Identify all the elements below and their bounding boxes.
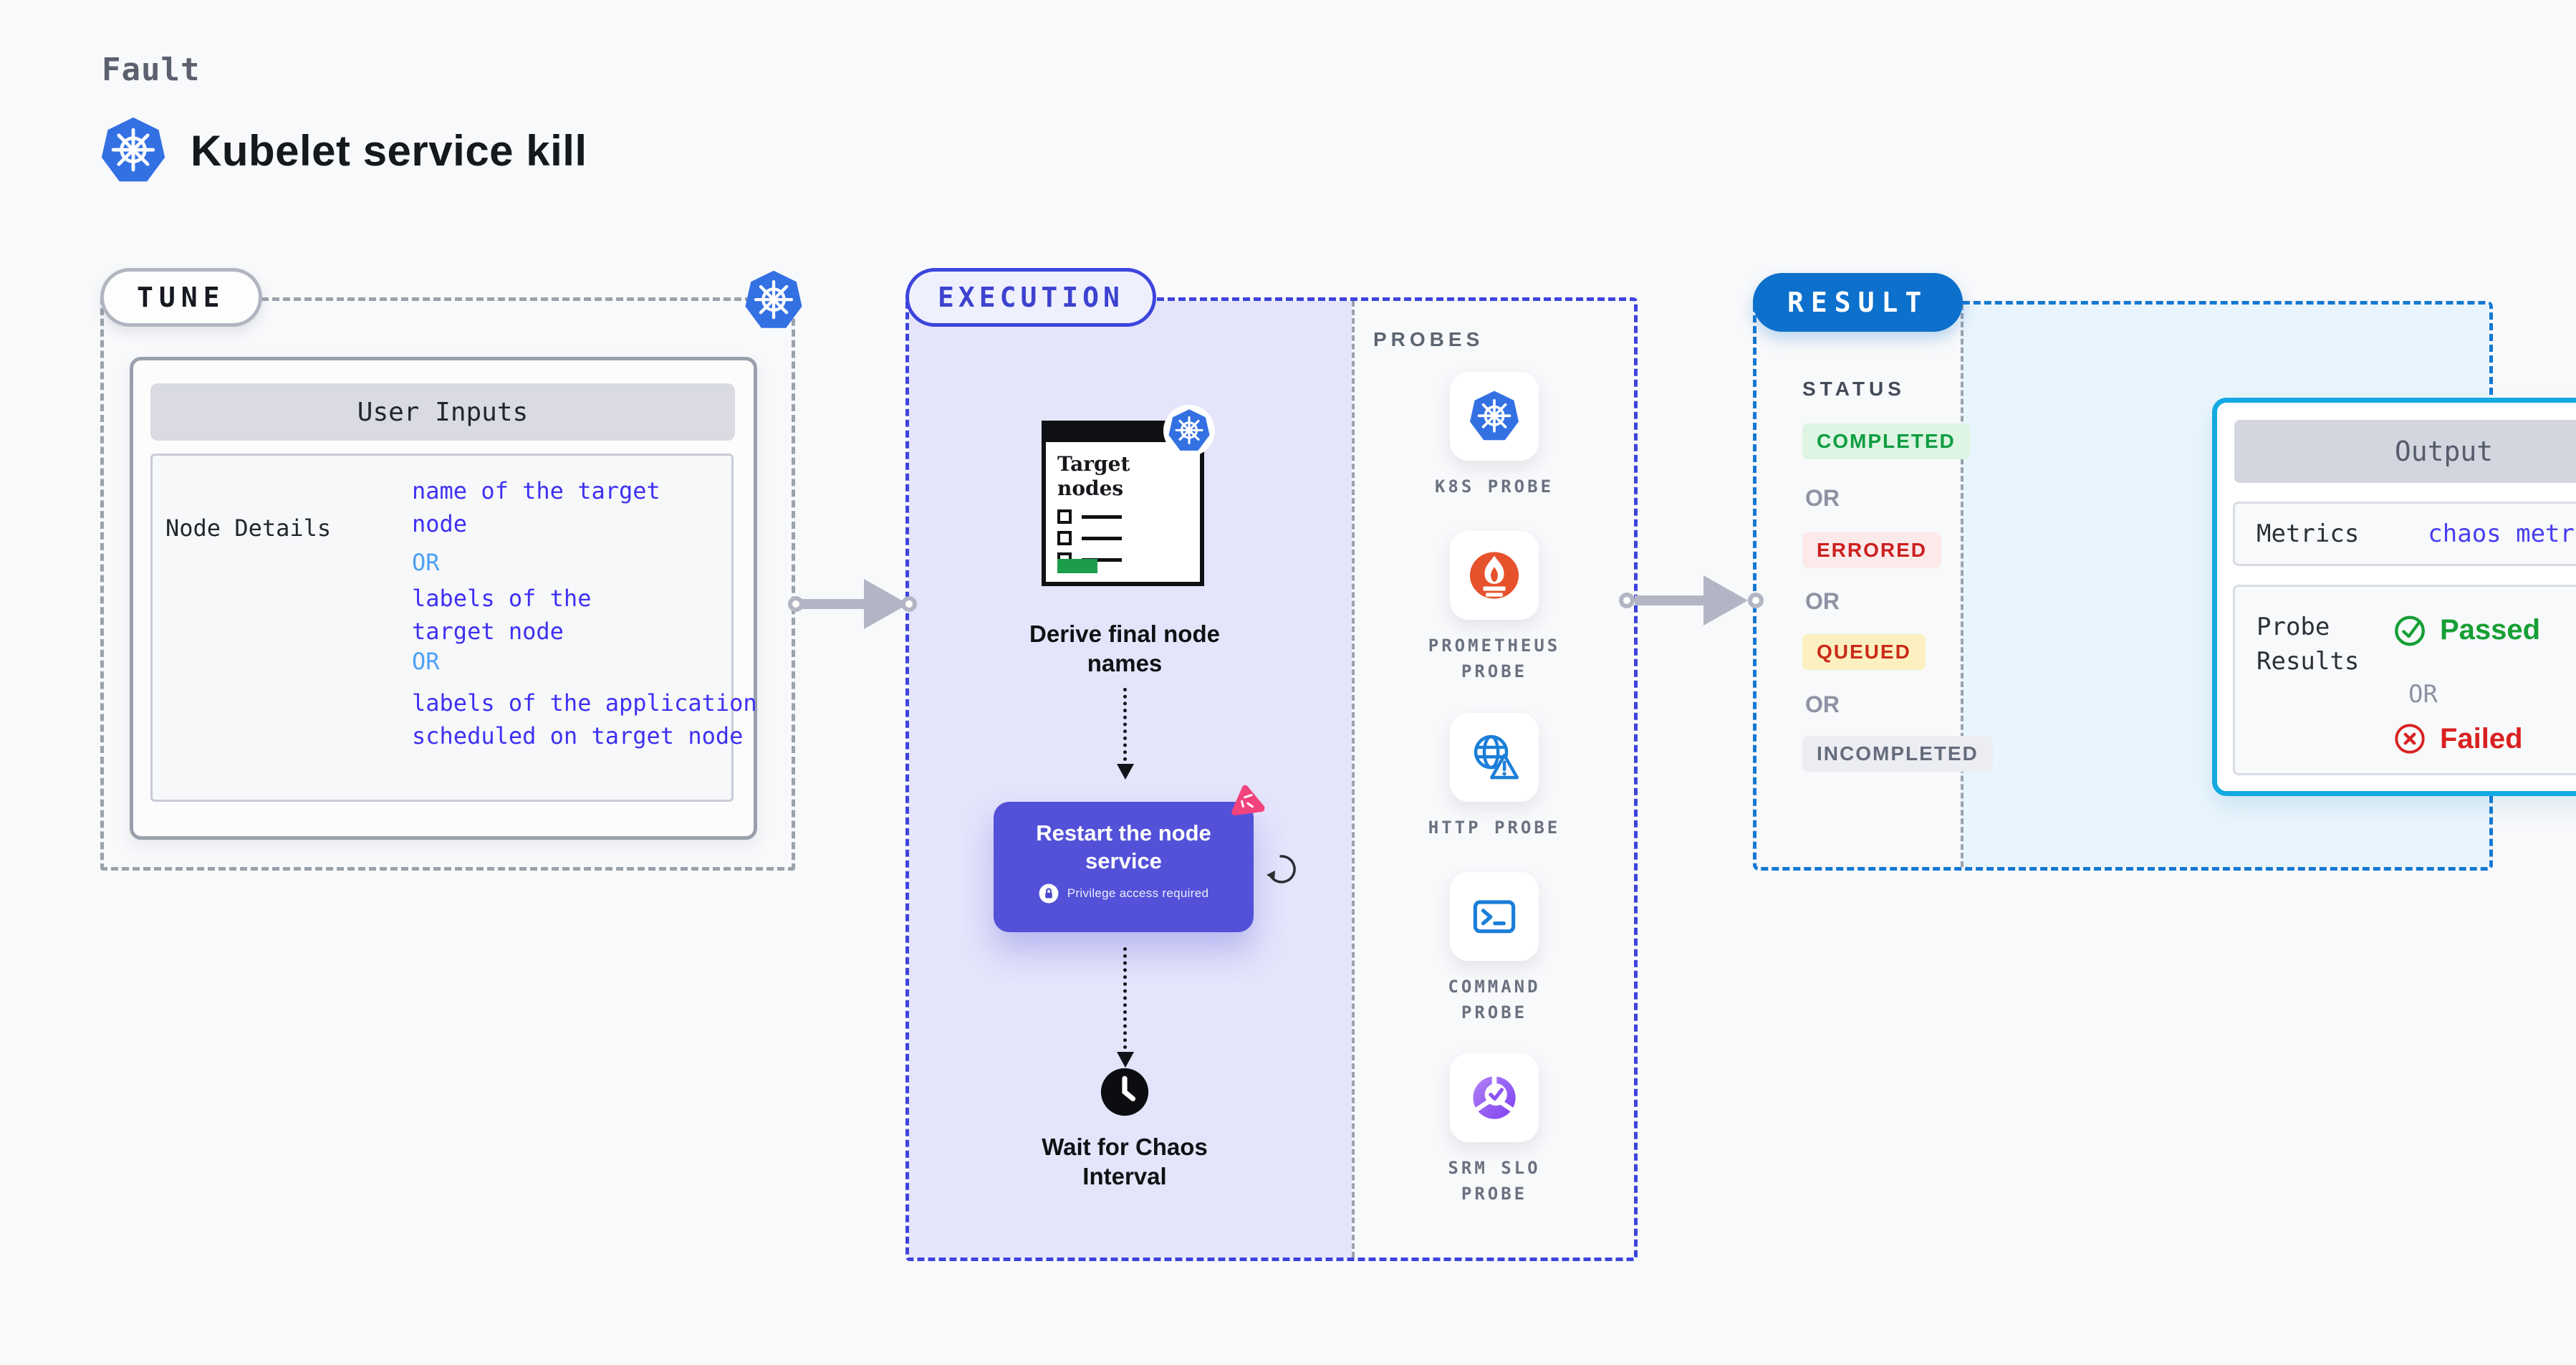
status-badge-errored: ERRORED: [1802, 532, 1942, 568]
option-node-name: name of the target node: [412, 477, 660, 537]
node-details-row: Node Details name of the target node OR …: [150, 454, 757, 802]
probe-label: COMMAND PROBE: [1448, 977, 1541, 1022]
status-heading: STATUS: [1802, 378, 1905, 400]
list-line: [1082, 514, 1122, 519]
option-app-labels: labels of the application scheduled on t…: [412, 689, 757, 749]
restart-node-service-node: Restart the node service Privilege acces…: [994, 802, 1254, 932]
kubernetes-badge-icon: [1163, 405, 1215, 456]
or-separator: OR: [412, 648, 440, 675]
chaos-fault-icon: [1228, 783, 1267, 823]
or-separator: OR: [1805, 588, 1840, 614]
result-output-panel: Output Metrics chaos metrics Probe Resul…: [1961, 305, 2576, 867]
result-section: Output Metrics chaos metrics Probe Resul…: [1753, 273, 2576, 871]
kubernetes-icon: [99, 116, 168, 185]
step-wait-chaos-interval: Wait for Chaos Interval: [1042, 1134, 1208, 1189]
output-card: Output Metrics chaos metrics Probe Resul…: [2212, 398, 2576, 796]
terminal-icon: [1468, 890, 1521, 943]
flow-arrowhead-icon: [864, 579, 908, 629]
user-inputs-header: User Inputs: [150, 383, 735, 441]
result-label-pill: RESULT: [1753, 273, 1964, 332]
connector-dot: [901, 596, 917, 612]
tune-section: TUNE User Inputs Node Details name of th…: [100, 268, 795, 871]
list-line: [1082, 557, 1122, 562]
probe-label: SRM SLO PROBE: [1448, 1158, 1541, 1204]
arrow-down-icon: [1117, 1052, 1134, 1068]
or-separator: OR: [2408, 680, 2438, 709]
pie-check-icon: [1468, 1071, 1521, 1124]
kubernetes-icon: [1468, 390, 1521, 443]
step-derive-node-names: Derive final node names: [1029, 621, 1220, 676]
checkbox-icon: [1057, 531, 1072, 545]
probe-card: [1450, 1053, 1539, 1142]
probes-heading: PROBES: [1373, 328, 1484, 350]
status-badge-incompleted: INCOMPLETED: [1802, 736, 1993, 772]
probe-result-failed: Failed: [2393, 722, 2523, 756]
probe-prometheus: PROMETHEUS PROBE: [1355, 531, 1634, 684]
or-separator: OR: [1805, 485, 1840, 511]
node-details-label: Node Details: [165, 514, 332, 542]
probe-srm-slo: SRM SLO PROBE: [1355, 1053, 1634, 1207]
checkbox-icon: [1057, 509, 1072, 524]
metrics-value: chaos metrics: [2428, 519, 2576, 548]
probe-results-row: Probe Results Passed OR Failed: [2233, 585, 2576, 775]
probe-http: HTTP PROBE: [1355, 713, 1634, 840]
green-progress-bar: [1057, 559, 1097, 573]
passed-label: Passed: [2440, 613, 2541, 646]
or-separator: OR: [1805, 691, 1840, 717]
list-line: [1082, 536, 1122, 540]
probe-card: [1450, 713, 1539, 802]
metrics-label: Metrics: [2257, 519, 2360, 548]
privilege-badge: Privilege access required: [994, 883, 1254, 904]
status-badge-queued: QUEUED: [1802, 634, 1926, 670]
option-node-labels: labels of the target node: [412, 585, 592, 645]
connector-dot: [788, 596, 804, 612]
probe-results-label: Probe Results: [2257, 613, 2360, 676]
user-inputs-card: User Inputs Node Details name of the tar…: [130, 357, 757, 840]
status-badge-completed: COMPLETED: [1802, 423, 1970, 459]
check-circle-icon: [2393, 613, 2427, 647]
output-header: Output: [2234, 420, 2576, 483]
lock-icon: [1039, 883, 1059, 904]
tune-label-pill: TUNE: [100, 268, 262, 327]
globe-warning-icon: [1468, 731, 1521, 784]
dotted-connector: [1123, 947, 1127, 1049]
kubernetes-icon: [743, 269, 804, 331]
probe-label: K8S PROBE: [1434, 476, 1554, 497]
retry-loop-icon: [1262, 851, 1298, 887]
page-header: Kubelet service kill: [99, 116, 587, 185]
metrics-row: Metrics chaos metrics: [2233, 502, 2576, 566]
clock-icon: [1099, 1066, 1150, 1118]
connector-dot: [1619, 593, 1635, 608]
probes-panel: PROBES K8S PROBE PROMETHEUS PROBE HTTP P…: [1352, 301, 1634, 1258]
probe-card: [1450, 872, 1539, 961]
probe-k8s: K8S PROBE: [1355, 372, 1634, 499]
restart-node-title: Restart the node service: [1036, 820, 1211, 873]
flow-arrowhead-icon: [1703, 575, 1748, 626]
probe-result-passed: Passed: [2393, 613, 2540, 647]
probe-command: COMMAND PROBE: [1355, 872, 1634, 1025]
privilege-badge-label: Privilege access required: [1067, 886, 1209, 900]
or-separator: OR: [412, 549, 440, 576]
page-title: Kubelet service kill: [191, 126, 587, 175]
dotted-connector: [1123, 688, 1127, 761]
fault-kicker: Fault: [102, 52, 201, 88]
execution-flow-panel: Target nodes Derive final node names Res…: [909, 301, 1352, 1258]
target-nodes-title: Target nodes: [1057, 452, 1130, 500]
prometheus-icon: [1468, 549, 1521, 602]
arrow-down-icon: [1117, 764, 1134, 780]
execution-section: Target nodes Derive final node names Res…: [905, 268, 1638, 1261]
failed-label: Failed: [2440, 722, 2523, 755]
probe-label: PROMETHEUS PROBE: [1428, 636, 1561, 681]
probe-label: HTTP PROBE: [1428, 818, 1561, 838]
flow-arrow-line: [801, 599, 870, 609]
connector-dot: [1748, 593, 1764, 608]
execution-label-pill: EXECUTION: [905, 268, 1156, 327]
x-circle-icon: [2393, 722, 2427, 756]
probe-card: [1450, 372, 1539, 461]
probe-card: [1450, 531, 1539, 620]
flow-arrow-line: [1635, 595, 1706, 605]
